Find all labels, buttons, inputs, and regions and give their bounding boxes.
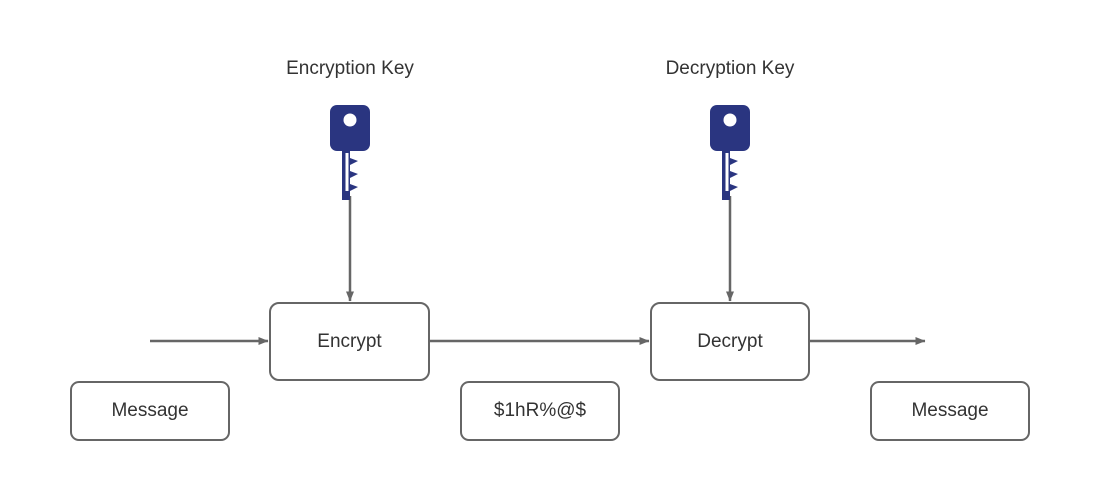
key-icon [328,98,372,205]
encrypt-node-label: Encrypt [317,330,382,352]
decrypt-node[interactable]: Decrypt [650,302,810,381]
encrypt-node[interactable]: Encrypt [269,302,430,381]
key-icon [708,98,752,205]
plaintext-output-node[interactable]: Message [870,381,1030,441]
plaintext-input-node[interactable]: Message [70,381,230,441]
plaintext-input-label: Message [111,400,189,421]
plaintext-output-label: Message [911,400,989,421]
decrypt-node-label: Decrypt [697,330,763,352]
ciphertext-label: $1hR%@$ [493,400,587,421]
decryption-key-label: Decryption Key [665,58,795,79]
encryption-key-label: Encryption Key [286,58,414,79]
ciphertext-node[interactable]: $1hR%@$ [460,381,620,441]
